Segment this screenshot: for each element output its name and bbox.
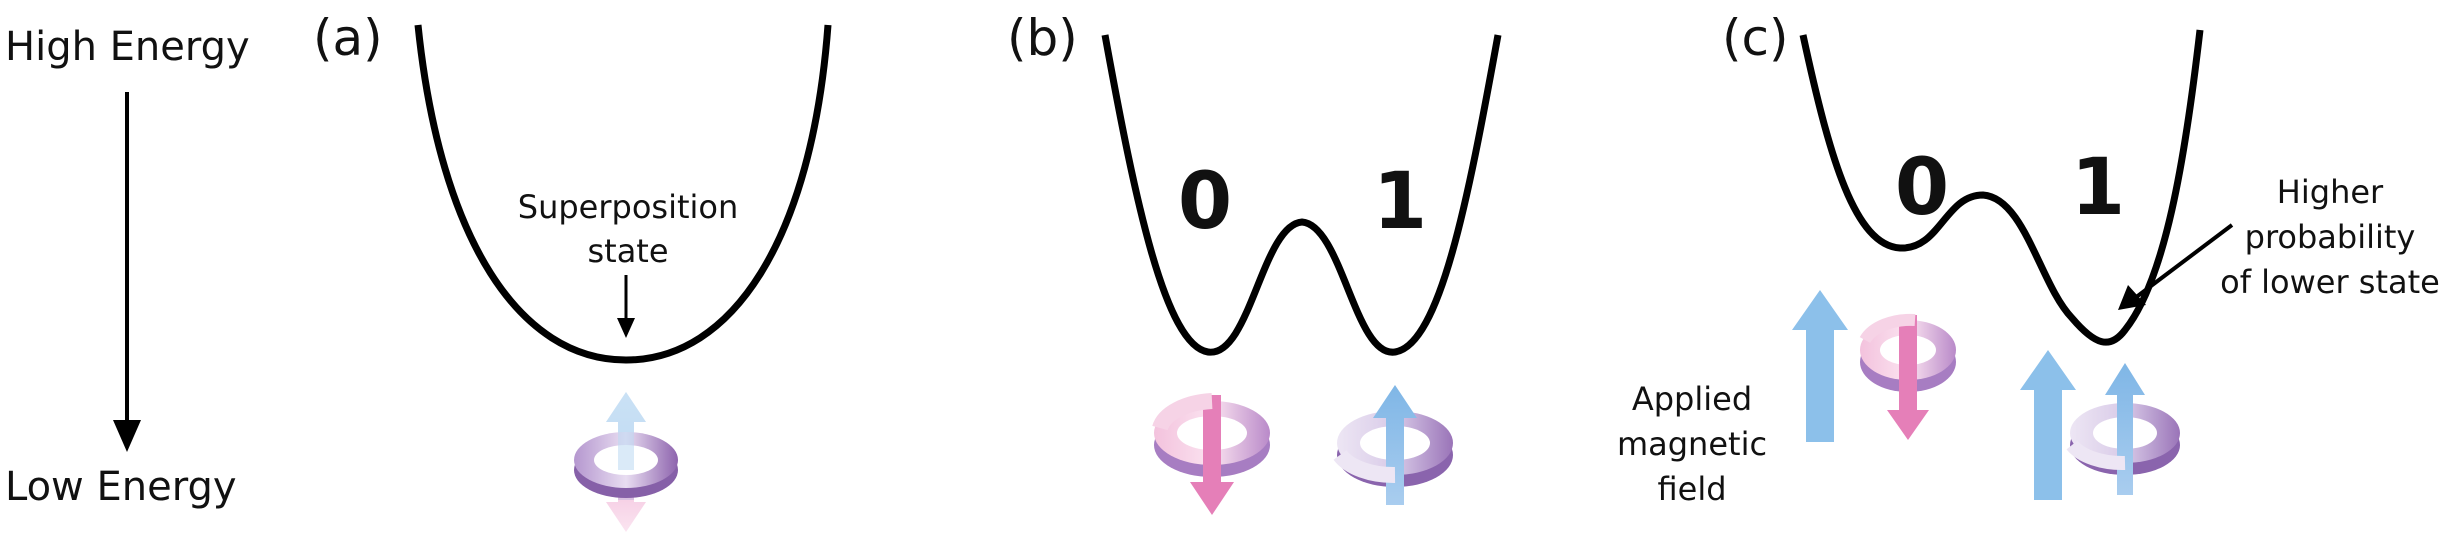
applied-field-line2: magnetic [1617, 425, 1767, 463]
double-well-curve [1101, 34, 1502, 356]
panel-c-label: (c) [1722, 9, 1789, 67]
applied-field-line1: Applied [1632, 380, 1752, 418]
panel-a-label: (a) [313, 9, 383, 67]
magnetic-field-arrow-left [1792, 290, 1848, 442]
energy-axis: High Energy Low Energy [5, 24, 250, 510]
low-energy-label: Low Energy [5, 464, 237, 510]
superposition-label-line2: state [587, 232, 668, 270]
high-energy-label: High Energy [5, 24, 250, 70]
state-0-label: 0 [1178, 157, 1232, 247]
state-1-label-c: 1 [2071, 143, 2125, 233]
superposition-arrow-head [617, 318, 635, 338]
spin-up-icon [1333, 385, 1453, 505]
superposition-spin-icon [574, 392, 678, 532]
panel-b: (b) 0 1 [1007, 9, 1502, 515]
tilted-double-well-curve [1799, 29, 2204, 346]
spin-up-icon-c [2066, 363, 2180, 495]
higher-probability-line2: probability [2245, 218, 2416, 256]
magnetic-field-arrow-right [2020, 350, 2076, 500]
panel-a: (a) Superposition state [313, 9, 832, 532]
panel-c: (c) 0 1 Higher probability of lower stat… [1617, 9, 2440, 508]
spin-down-icon-c [1859, 313, 1956, 440]
higher-probability-line3: of lower state [2220, 263, 2440, 301]
higher-probability-line1: Higher [2277, 173, 2384, 211]
state-1-label: 1 [1373, 157, 1427, 247]
applied-field-line3: field [1657, 470, 1726, 508]
probability-arrow-head [2118, 285, 2146, 310]
panel-b-label: (b) [1007, 9, 1078, 67]
single-well-curve [414, 24, 832, 364]
state-0-label-c: 0 [1895, 143, 1949, 233]
energy-arrow-head [113, 420, 141, 452]
probability-arrow-shaft [2133, 223, 2234, 300]
superposition-label-line1: Superposition [518, 188, 739, 226]
spin-down-icon [1152, 393, 1270, 515]
